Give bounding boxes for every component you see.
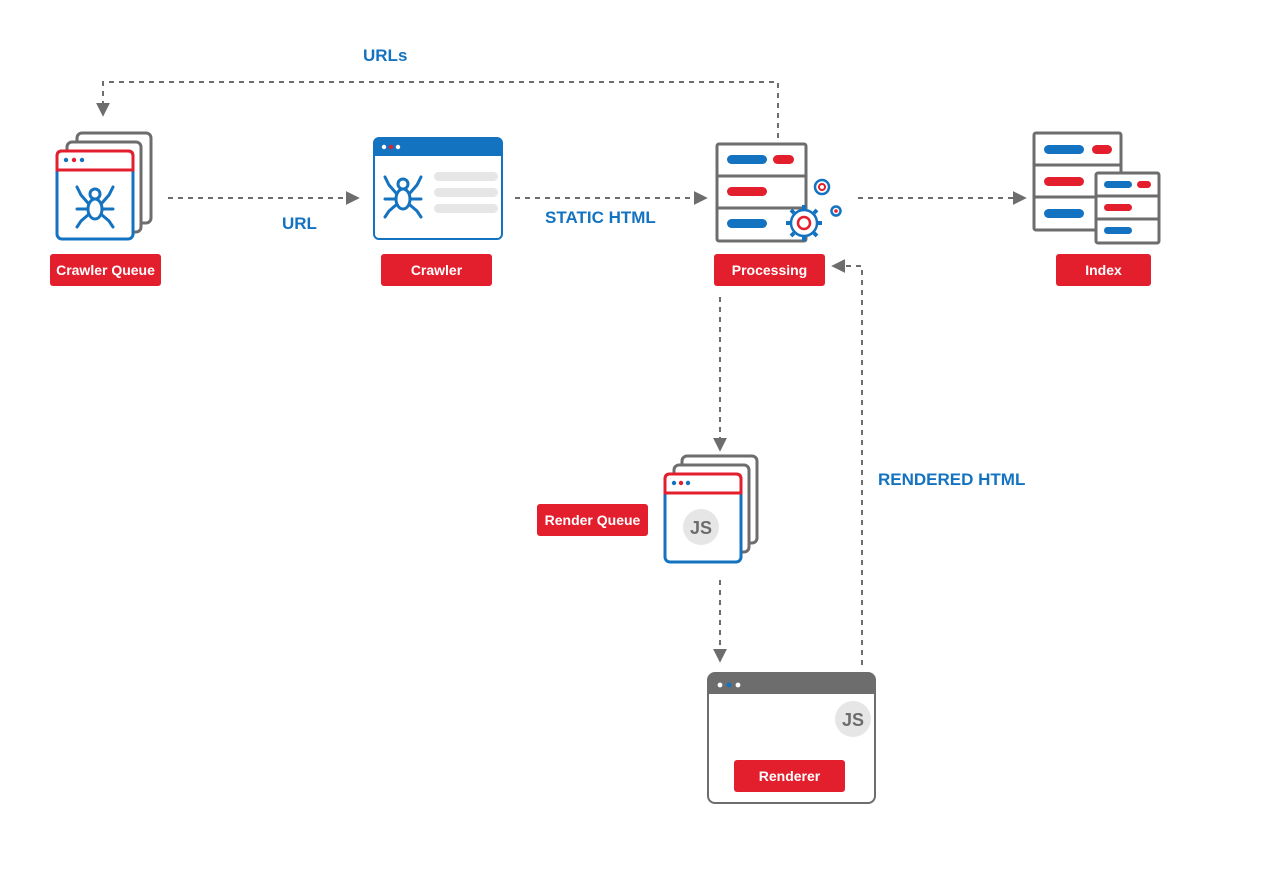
edge-label-url: URL <box>282 214 317 233</box>
edge-processing-to-crawler-queue <box>96 81 779 138</box>
spider-browser-icon <box>373 137 503 240</box>
edge-label-urls: URLs <box>363 46 408 65</box>
index-label: Index <box>1056 254 1151 286</box>
crawler-queue-label: Crawler Queue <box>50 254 161 286</box>
edge-label-rendered-html: RENDERED HTML <box>878 470 1026 489</box>
render-queue-label: Render Queue <box>537 504 648 536</box>
js-queue-icon <box>663 454 759 564</box>
edge-label-static-html: STATIC HTML <box>545 208 656 227</box>
render-queue-js-badge: JS <box>690 518 712 538</box>
processing-label: Processing <box>714 254 825 286</box>
database-table-icon <box>1032 131 1161 245</box>
edge-renderer-to-processing <box>831 259 863 665</box>
renderer-js-badge: JS <box>842 710 864 730</box>
spider-queue-icon <box>55 131 153 241</box>
renderer-label: Renderer <box>734 760 845 792</box>
crawler-label: Crawler <box>381 254 492 286</box>
server-gears-icon <box>715 142 842 243</box>
